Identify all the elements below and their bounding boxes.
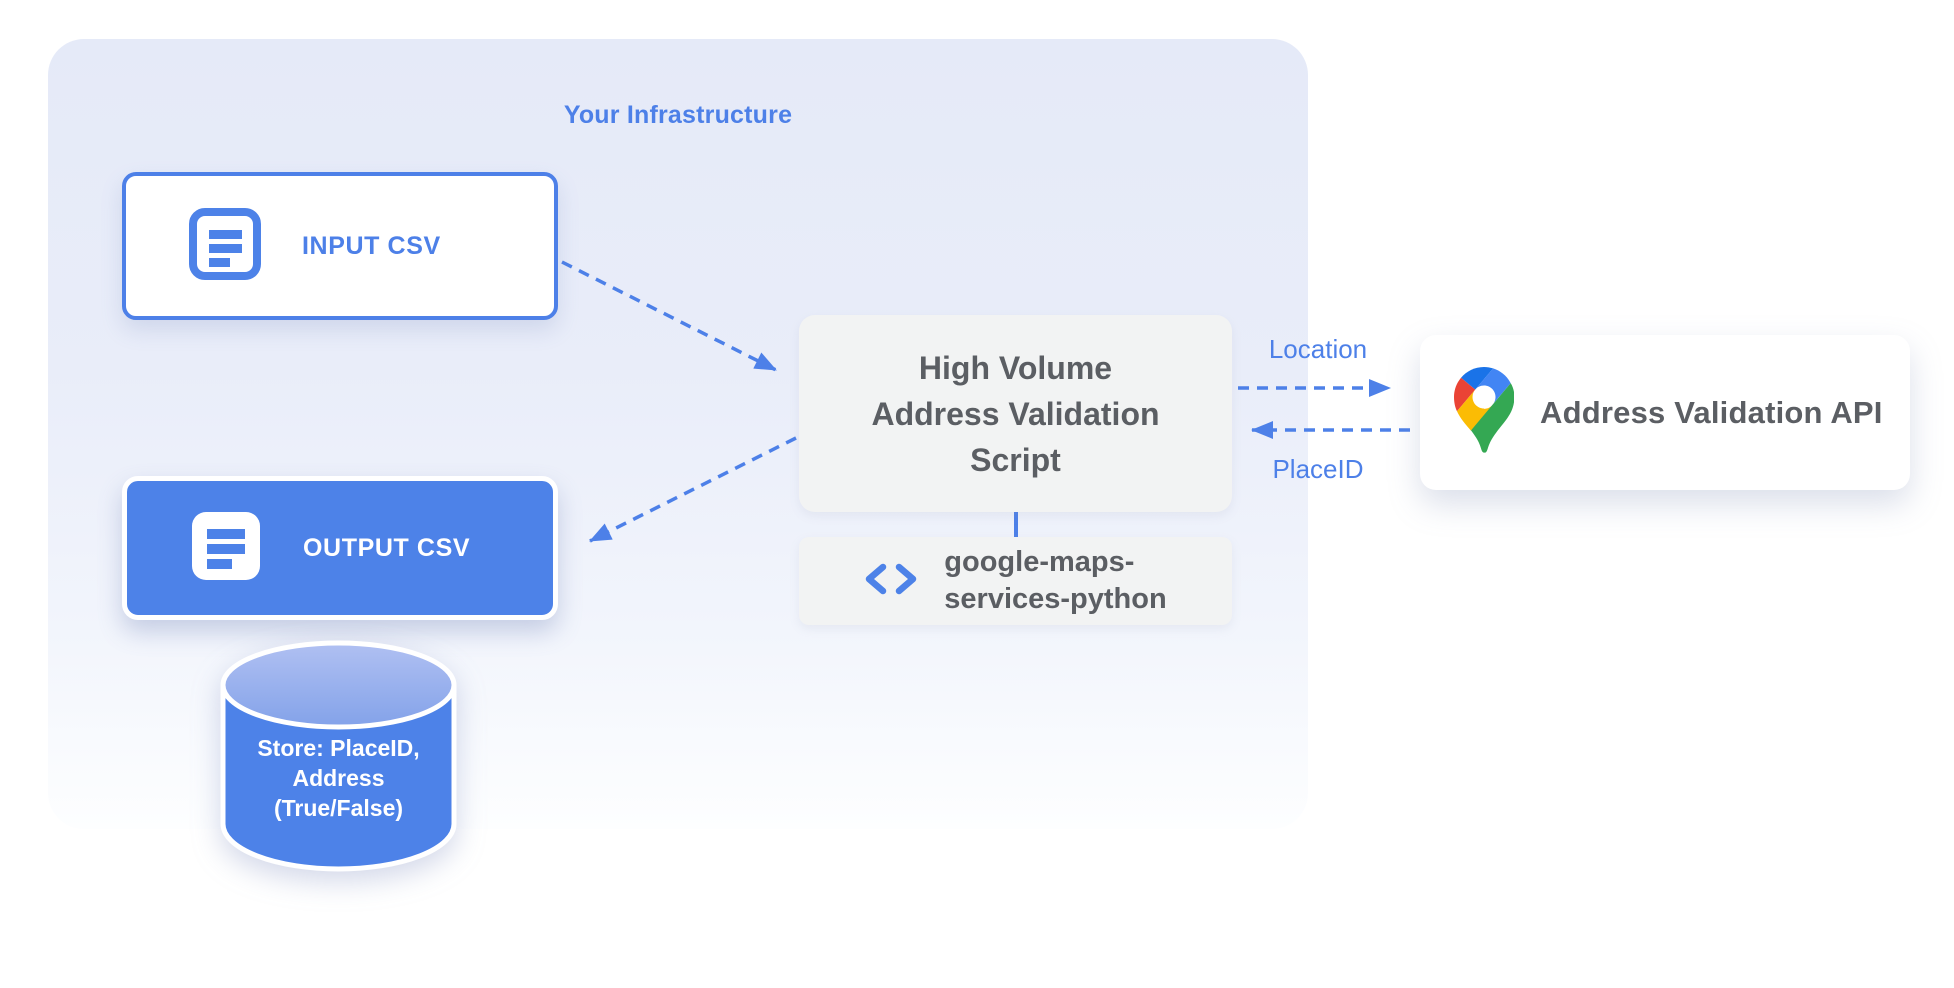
edge-label-location: Location <box>1268 334 1368 364</box>
api-label: Address Validation API <box>1540 394 1883 430</box>
database-cylinder-icon <box>220 640 457 872</box>
input-csv-label: INPUT CSV <box>302 231 441 260</box>
output-csv-node: OUTPUT CSV <box>122 476 558 620</box>
script-node: High Volume Address Validation Script <box>799 315 1232 512</box>
document-icon <box>188 207 262 286</box>
infrastructure-title: Your Infrastructure <box>563 101 793 129</box>
input-csv-node: INPUT CSV <box>122 172 558 320</box>
library-label: google-maps- services-python <box>944 546 1167 615</box>
code-brackets-icon <box>864 563 918 600</box>
library-node: google-maps- services-python <box>799 537 1232 625</box>
document-icon <box>189 509 263 588</box>
script-label: High Volume Address Validation Script <box>871 349 1160 478</box>
google-maps-pin-icon <box>1454 367 1515 458</box>
datastore-node: Store: PlaceID, Address (True/False) <box>217 637 460 879</box>
api-node: Address Validation API <box>1420 335 1910 490</box>
edge-label-placeid: PlaceID <box>1272 454 1364 484</box>
datastore-label: Store: PlaceID, Address (True/False) <box>257 735 420 821</box>
output-csv-label: OUTPUT CSV <box>303 533 471 562</box>
